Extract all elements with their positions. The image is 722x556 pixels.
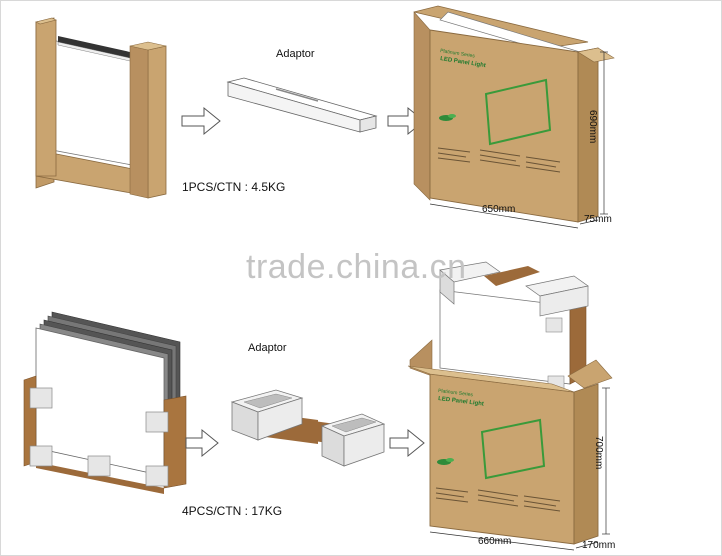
adaptor-bar xyxy=(226,77,378,133)
shipping-carton-1pcs xyxy=(413,5,615,229)
carton-product-text: LED Panel Light xyxy=(438,396,484,408)
adaptor-blocks xyxy=(230,389,386,467)
brand-logo-icon xyxy=(437,458,454,465)
carton-weight-caption: 4PCS/CTN : 17KG xyxy=(182,504,283,518)
four-panel-stack xyxy=(23,311,187,494)
carton-series-text: Platinum Series xyxy=(440,48,476,59)
adaptor-label: Adaptor xyxy=(248,342,287,354)
arrow-icon xyxy=(185,428,219,458)
arrow-icon xyxy=(181,106,221,136)
dimension-lines xyxy=(429,387,610,551)
carton-height-label: 700mm xyxy=(593,436,604,470)
carton-weight-caption: 1PCS/CTN : 4.5KG xyxy=(182,180,286,194)
carton-fine-print xyxy=(435,487,561,512)
carton-depth-label: 170mm xyxy=(582,540,616,551)
carton-width-label: 650mm xyxy=(482,204,516,215)
dimension-lines xyxy=(429,51,608,229)
adaptor-label: Adaptor xyxy=(276,48,315,60)
watermark: trade.china.cn xyxy=(246,248,467,286)
carton-width-label: 660mm xyxy=(478,536,512,547)
carton-fine-print xyxy=(437,147,561,173)
carton-depth-label: 75mm xyxy=(584,214,612,225)
arrow-icon xyxy=(389,428,425,458)
single-panel-frame xyxy=(35,17,167,199)
carton-series-text: Platinum Series xyxy=(438,388,474,398)
shipping-carton-4pcs xyxy=(407,261,613,551)
carton-height-label: 690mm xyxy=(587,110,598,144)
brand-logo-icon xyxy=(439,114,456,121)
